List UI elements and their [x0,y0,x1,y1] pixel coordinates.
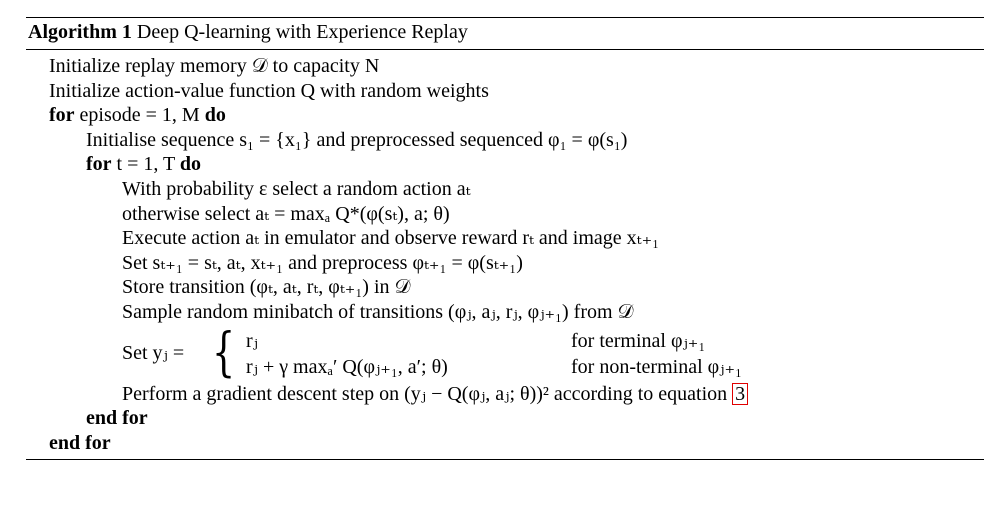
line-otherwise: otherwise select aₜ = maxₐ Q*(φ(sₜ), a; … [122,202,450,225]
line-execute: Execute action aₜ in emulator and observ… [122,227,660,250]
line-with-probability: With probability ε select a random actio… [122,177,471,200]
bottom-rule [26,459,984,461]
keyword-for: for [49,104,75,127]
keyword-do: do [204,104,226,127]
line-end-for-inner: end for [86,407,148,430]
set-y-piecewise: Set yⱼ = { rⱼ for terminal φⱼ₊₁ rⱼ + γ m… [26,326,984,380]
algorithm-body: Initialize replay memory 𝒟 to capacity N… [26,50,984,455]
line-store: Store transition (φₜ, aₜ, rₜ, φₜ₊₁) in 𝒟 [122,276,411,299]
left-brace: { [212,322,236,383]
line-for-t: for t = 1, T do [26,152,984,177]
for-episode-range: episode = 1, M [79,104,200,127]
top-rule [26,17,984,18]
header-rule [26,49,984,50]
algorithm-number: Algorithm 1 [28,21,132,43]
line-set-s: Set sₜ₊₁ = sₜ, aₜ, xₜ₊₁ and preprocess φ… [122,251,523,274]
case-terminal-cond: for terminal φⱼ₊₁ [571,329,706,352]
line-init-memory: Initialize replay memory 𝒟 to capacity N [49,55,380,77]
line-init-sequence: Initialise sequence s₁ = {x₁} and prepro… [86,128,628,151]
line-sample: Sample random minibatch of transitions (… [122,300,634,323]
equation-ref-link[interactable]: 3 [732,382,749,405]
set-y-label: Set yⱼ = [122,341,185,364]
for-t-range: t = 1, T [116,153,175,176]
line-for-episode: for episode = 1, M do [26,103,984,128]
line-end-for-outer: end for [49,431,111,454]
case-terminal-expr: rⱼ [246,329,258,352]
line-gradient: Perform a gradient descent step on (yⱼ −… [26,382,984,407]
algorithm-header: Algorithm 1 Deep Q-learning with Experie… [26,18,984,47]
gradient-text: Perform a gradient descent step on (yⱼ −… [122,382,728,405]
algorithm-title: Deep Q-learning with Experience Replay [136,21,468,43]
case-nonterminal-expr: rⱼ + γ maxₐ′ Q(φⱼ₊₁, a′; θ) [246,355,448,378]
keyword-for: for [86,153,112,176]
keyword-do: do [179,153,202,176]
line-init-q: Initialize action-value function Q with … [49,79,489,102]
case-nonterminal-cond: for non-terminal φⱼ₊₁ [571,355,742,378]
algorithm-box: Algorithm 1 Deep Q-learning with Experie… [26,17,984,461]
